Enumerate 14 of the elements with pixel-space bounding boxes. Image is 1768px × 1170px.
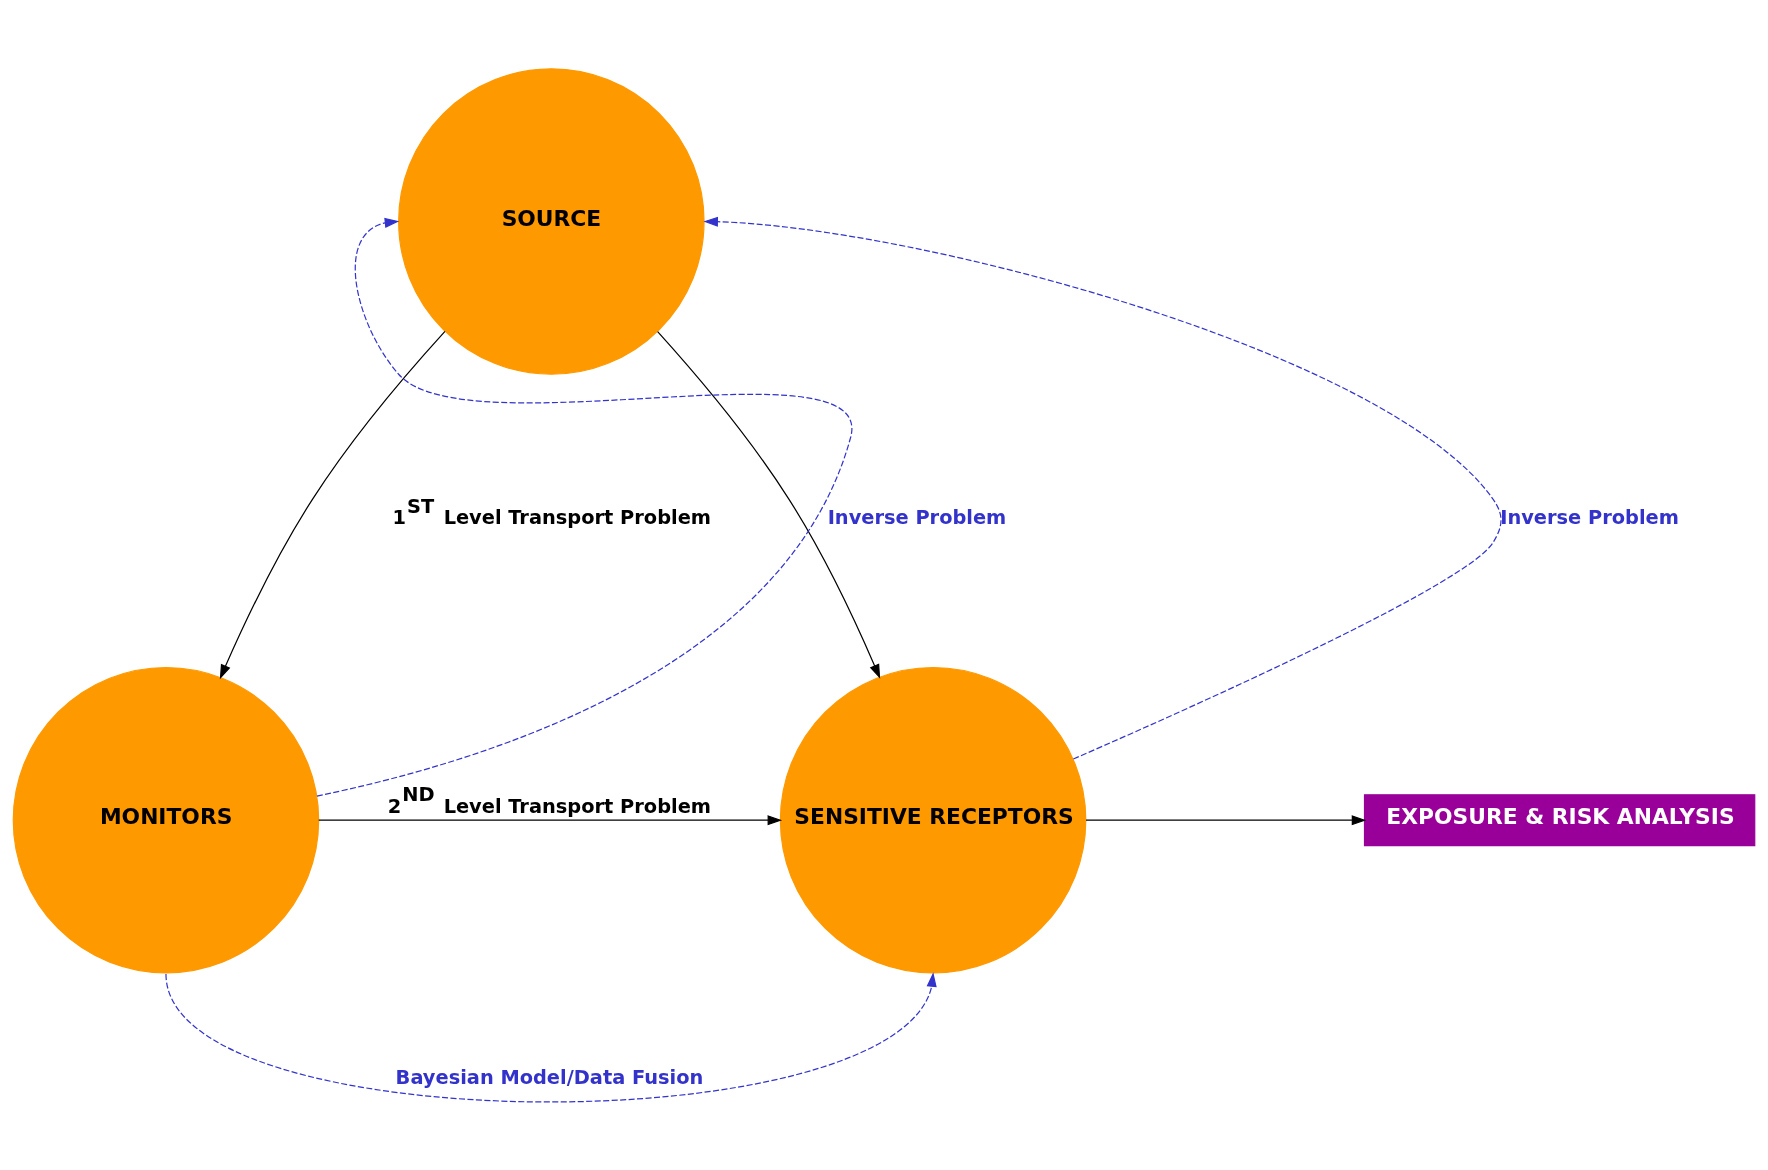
- arrow: [1085, 814, 1367, 825]
- arrow: [316, 217, 852, 797]
- arrow: [703, 216, 1502, 760]
- arrow: [318, 814, 783, 825]
- arrow: [165, 971, 937, 1102]
- node-box: EXPOSURE & RISK ANALYSIS: [1363, 793, 1756, 846]
- node-circle: MONITORS: [12, 666, 320, 973]
- arrow: [657, 330, 881, 679]
- edge-label: Inverse Problem: [827, 505, 1007, 529]
- node-circle: SENSITIVE RECEPTORS: [779, 666, 1087, 973]
- node-circle: SOURCE: [398, 67, 705, 375]
- edge-label: Bayesian Model/Data Fusion: [395, 1065, 704, 1089]
- arrow: [219, 330, 446, 679]
- edge-label: Inverse Problem: [1500, 505, 1679, 529]
